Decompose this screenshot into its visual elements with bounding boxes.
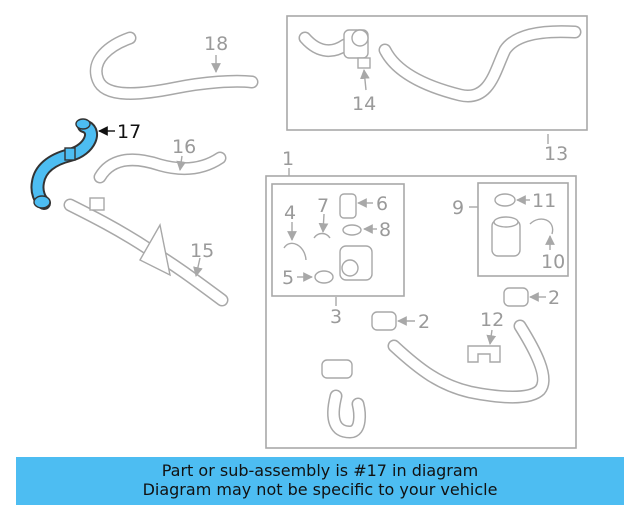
part-2-clamp-left[interactable] (371, 311, 397, 331)
part-11-ring[interactable] (494, 193, 516, 207)
part-18-hose[interactable] (89, 31, 259, 100)
callout-2-right: 2 (529, 287, 560, 309)
label-2-left: 2 (418, 311, 430, 333)
label-14: 14 (352, 93, 376, 115)
label-5: 5 (282, 267, 294, 289)
banner-line-2: Diagram may not be specific to your vehi… (142, 480, 498, 499)
part-12-bracket[interactable] (467, 345, 501, 363)
callout-4: 4 (284, 202, 297, 241)
label-11: 11 (532, 190, 556, 212)
part-7-clip[interactable] (313, 232, 331, 239)
label-3: 3 (330, 306, 342, 328)
part-4-clip[interactable] (283, 242, 307, 261)
callout-17: 17 (98, 121, 141, 143)
callout-2-left: 2 (397, 311, 430, 333)
part-6-fitting[interactable] (339, 193, 357, 219)
part-15-pipe[interactable] (63, 197, 229, 307)
sensor-housing (491, 216, 521, 257)
callout-10: 10 (541, 235, 565, 273)
label-9: 9 (452, 197, 464, 219)
callout-15: 15 (190, 240, 214, 277)
label-16: 16 (172, 136, 196, 158)
part-5-oring[interactable] (314, 270, 334, 284)
thermostat-housing (339, 245, 373, 281)
callout-12: 12 (480, 309, 504, 345)
callout-11: 11 (516, 190, 556, 212)
assembly-13-box: 13 (286, 15, 588, 165)
part-10-clip[interactable] (529, 218, 554, 235)
label-2-right: 2 (548, 287, 560, 309)
coolant-hose-lower (387, 319, 550, 404)
label-7: 7 (317, 195, 329, 217)
callout-16: 16 (172, 136, 196, 171)
assembly-1-box: 1 (265, 148, 577, 449)
label-4: 4 (284, 202, 296, 224)
label-12: 12 (480, 309, 504, 331)
part-17-hose-highlighted[interactable] (30, 118, 98, 210)
label-15: 15 (190, 240, 214, 262)
callout-7: 7 (317, 195, 329, 233)
part-8-ring[interactable] (342, 224, 362, 236)
callout-6: 6 (357, 193, 388, 215)
callout-8: 8 (363, 219, 391, 241)
label-18: 18 (204, 33, 228, 55)
label-1: 1 (282, 148, 294, 170)
assembly-9-box: 9 (452, 182, 569, 277)
label-13: 13 (544, 143, 568, 165)
elbow-hose (321, 359, 367, 439)
info-banner: Part or sub-assembly is #17 in diagram D… (16, 457, 624, 505)
label-10: 10 (541, 251, 565, 273)
banner-line-1: Part or sub-assembly is #17 in diagram (161, 461, 479, 480)
part-16-hose[interactable] (93, 151, 227, 184)
callout-14: 14 (352, 69, 376, 115)
callout-5: 5 (282, 267, 313, 289)
assembly-3-box: 3 (271, 183, 405, 328)
label-8: 8 (379, 219, 391, 241)
label-6: 6 (376, 193, 388, 215)
callout-18: 18 (204, 33, 228, 73)
parts-diagram: 18 13 14 17 16 (30, 15, 588, 449)
part-2-clamp-right[interactable] (503, 287, 529, 307)
label-17: 17 (117, 121, 141, 143)
part-14-hose-assembly[interactable] (298, 25, 582, 103)
